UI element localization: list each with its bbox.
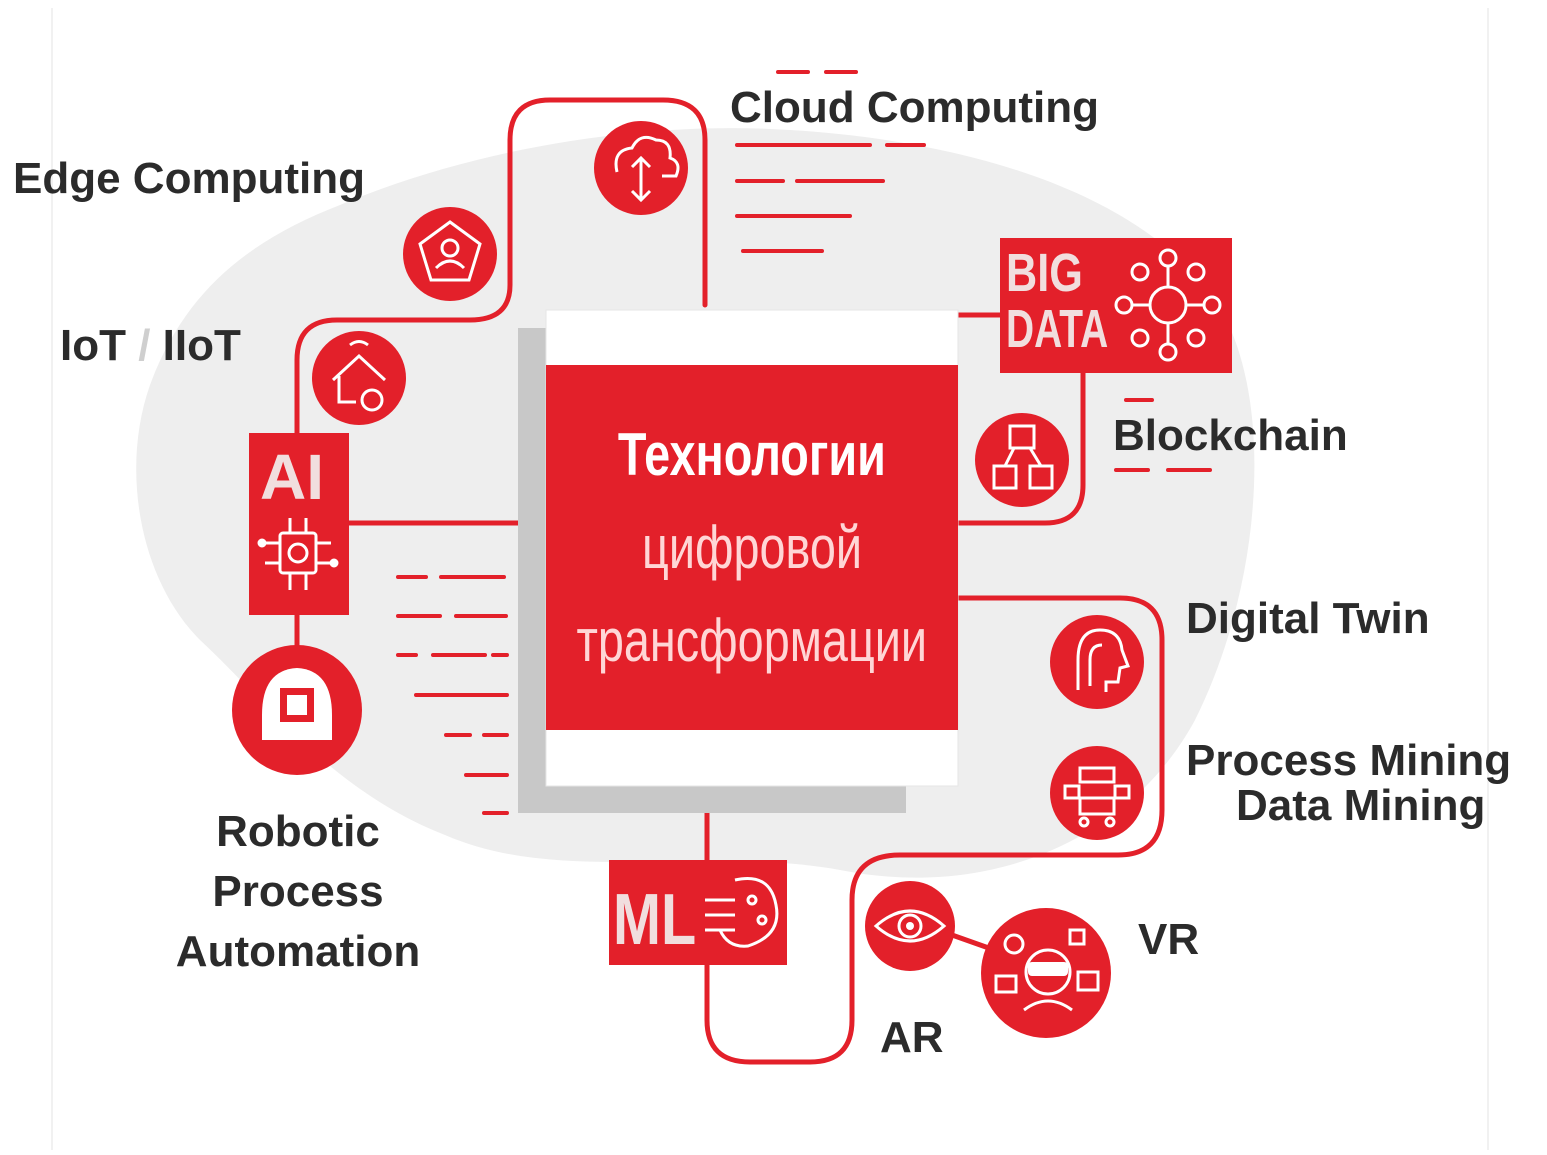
ai-chip-icon xyxy=(257,518,339,590)
big-data-label-line2: DATA xyxy=(1006,299,1109,359)
label-cloud-computing: Cloud Computing xyxy=(730,83,1100,132)
ml-badge-label: ML xyxy=(613,880,697,960)
robot-head-icon xyxy=(232,645,362,775)
center-book-cover xyxy=(546,365,958,730)
label-vr: VR xyxy=(1138,915,1200,964)
label-digital-twin: Digital Twin xyxy=(1186,594,1430,643)
cloud-sync-icon xyxy=(594,121,688,215)
label-ar: AR xyxy=(880,1013,944,1062)
center-title-block: Технологии цифровой трансформации xyxy=(546,365,958,730)
center-title: Технологии xyxy=(617,421,887,488)
ar-eye-icon xyxy=(865,881,955,971)
label-rpa-line1: Robotic xyxy=(216,807,380,856)
ai-badge-label: AI xyxy=(260,441,324,513)
digital-twin-head-icon xyxy=(1050,615,1144,709)
label-iot-left: IoT xyxy=(60,321,126,370)
vr-headset-icon xyxy=(981,908,1111,1038)
label-blockchain: Blockchain xyxy=(1113,411,1348,460)
center-subtitle-line2: трансформации xyxy=(576,607,928,674)
label-iot-separator: / xyxy=(125,321,163,370)
network-user-icon xyxy=(403,207,497,301)
ml-badge xyxy=(609,860,787,965)
ai-badge xyxy=(249,433,349,615)
ml-brain-icon xyxy=(705,877,779,948)
big-data-network-icon xyxy=(1114,248,1222,362)
decorative-dashes xyxy=(396,70,1212,815)
connector-lines xyxy=(294,97,1165,1065)
big-data-label-line1: BIG xyxy=(1006,243,1083,303)
center-subtitle-line1: цифровой xyxy=(641,514,863,581)
label-edge-computing: Edge Computing xyxy=(13,154,365,203)
label-iot-right: IIoT xyxy=(162,321,241,370)
blockchain-cubes-icon xyxy=(975,413,1069,507)
label-process-mining: Process Mining xyxy=(1186,736,1512,785)
label-rpa-line2: Process xyxy=(212,867,384,916)
data-mining-icon xyxy=(1050,746,1144,840)
label-data-mining: Data Mining xyxy=(1236,781,1486,830)
label-rpa-line3: Automation xyxy=(175,927,421,976)
label-iot: IoT / IIoT xyxy=(60,324,241,368)
smart-home-icon xyxy=(312,331,406,425)
